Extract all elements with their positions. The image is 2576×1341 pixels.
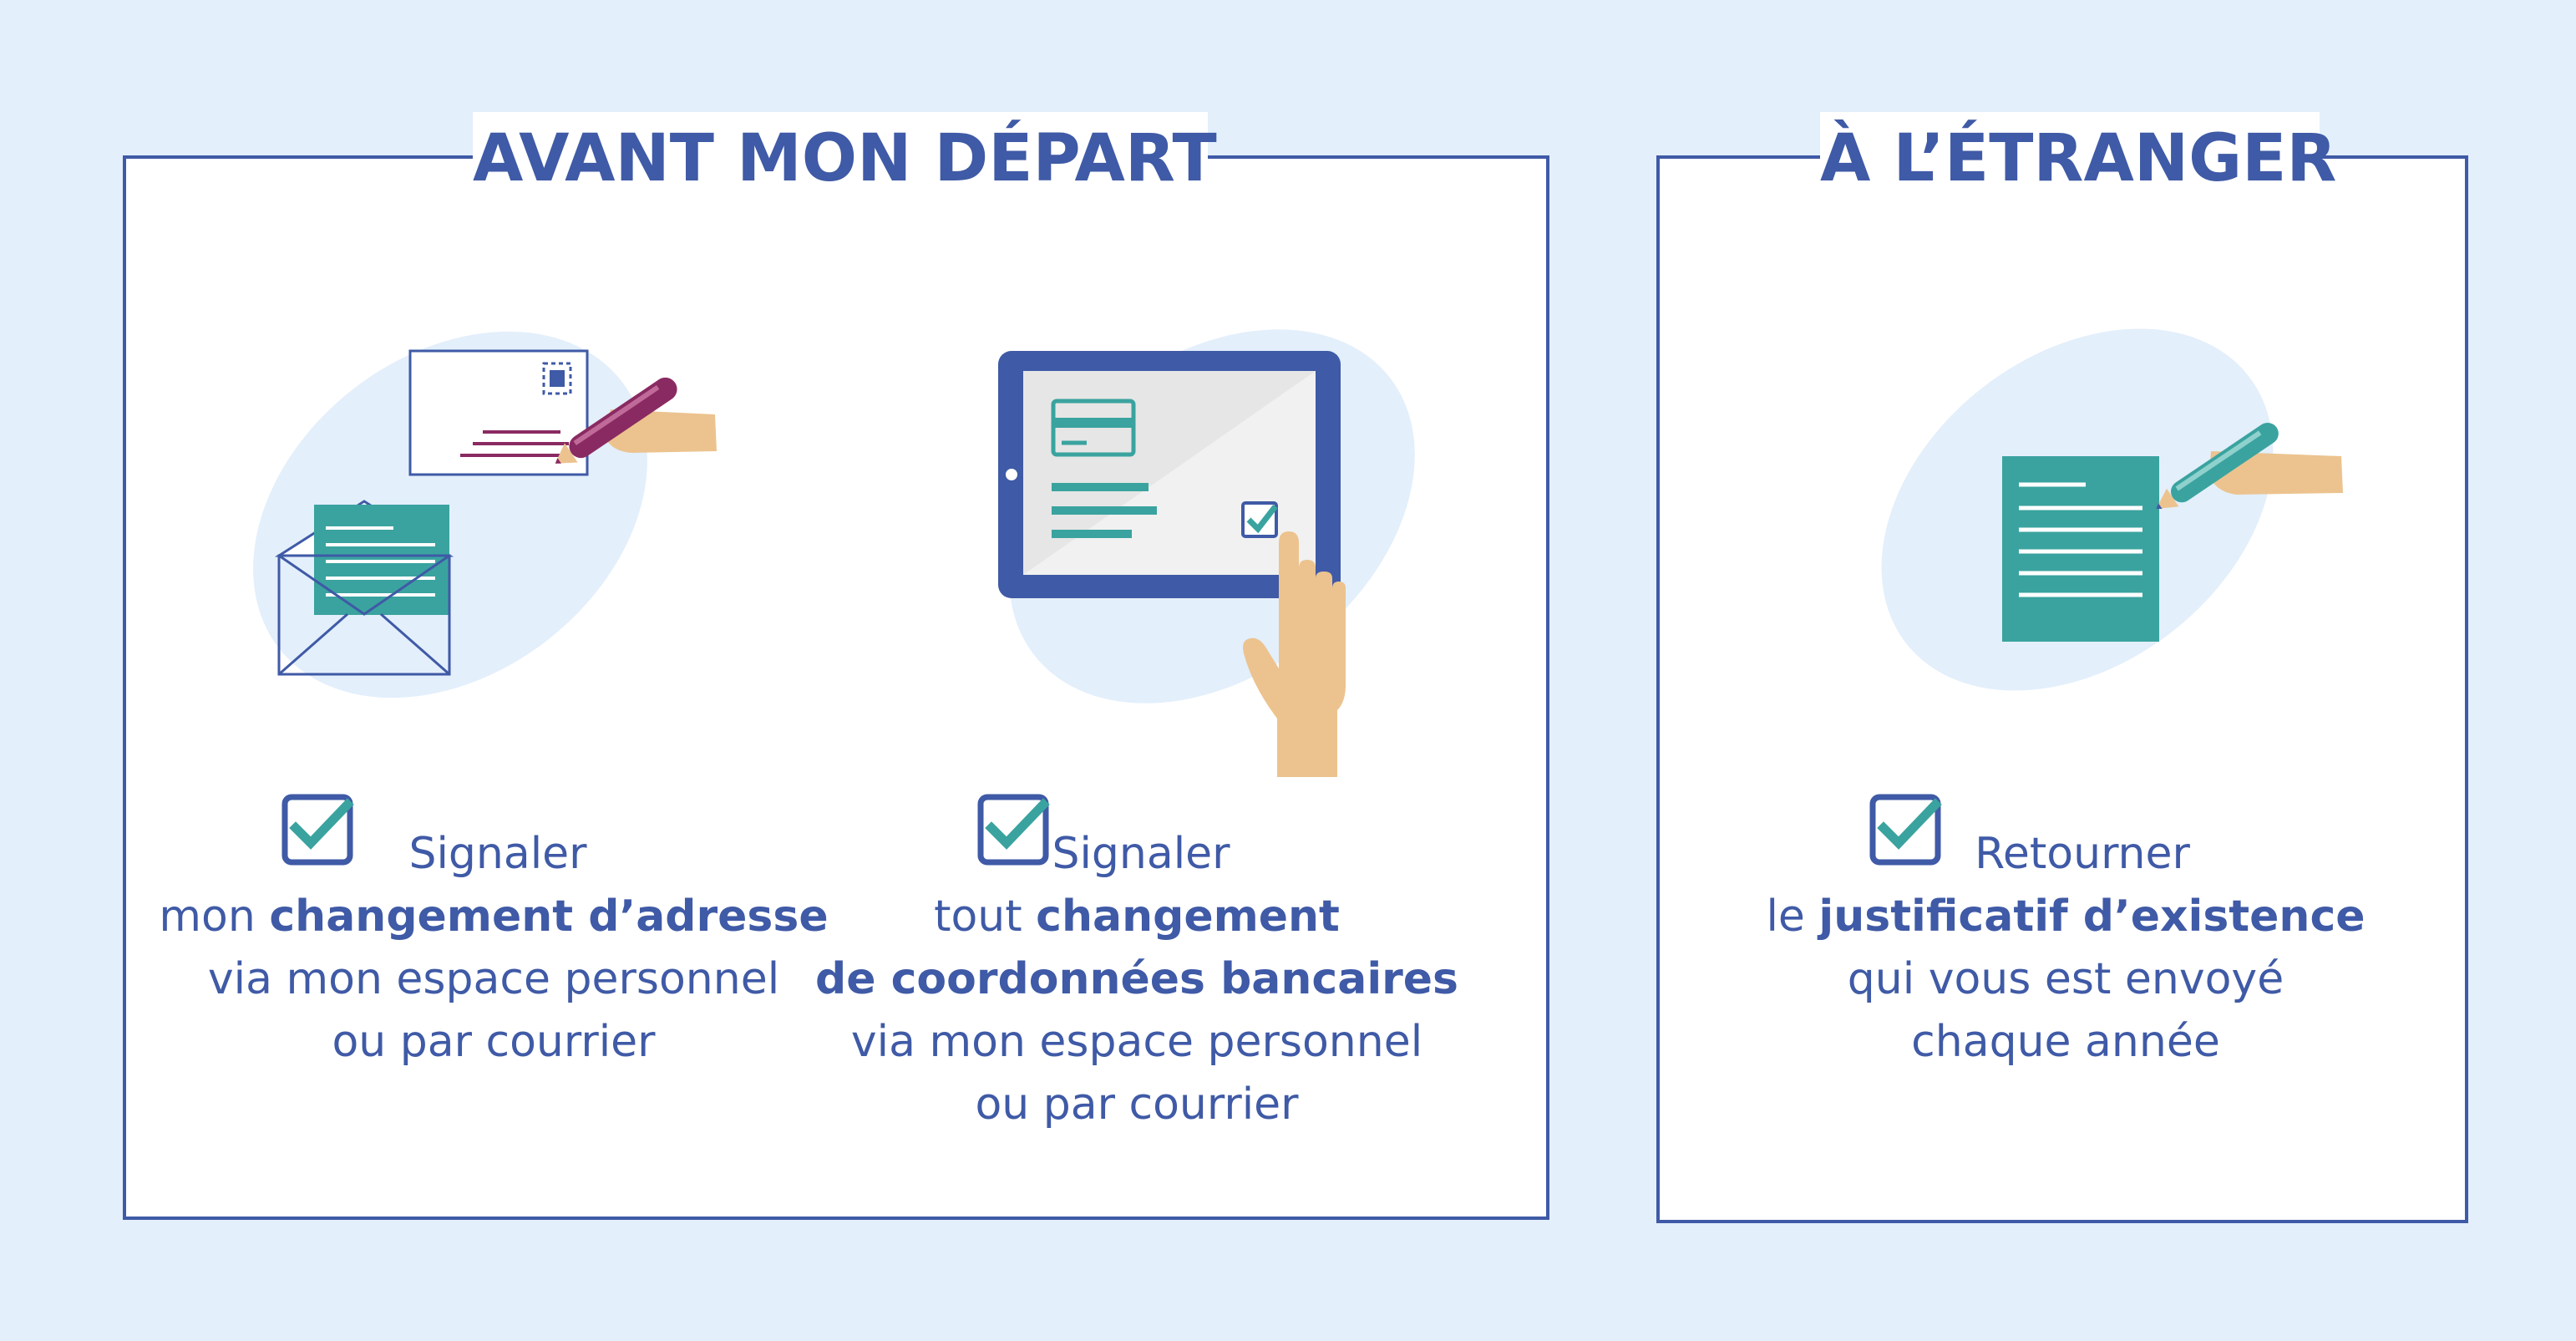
- document-pen-icon: [1881, 328, 2343, 691]
- item-verb: Retourner: [1975, 829, 2190, 879]
- item-line-3: qui vous est envoyé: [1847, 954, 2284, 1004]
- tablet-touch-icon: [998, 329, 1415, 777]
- panel-title-abroad: À L’ÉTRANGER: [1820, 112, 2336, 206]
- item-emphasis: changement d’adresse: [269, 891, 829, 942]
- checkbox-checked-icon: [281, 794, 354, 866]
- panel-title-before-departure: AVANT MON DÉPART: [473, 112, 1217, 206]
- item-line-4: via mon espace personnel: [850, 1017, 1423, 1067]
- item-line-2: tout changement: [803, 886, 1471, 948]
- item-text: le: [1766, 891, 1819, 942]
- item-line-4: ou par courrier: [332, 1017, 656, 1067]
- panel-before-departure: AVANT MON DÉPART: [123, 112, 1549, 1220]
- item-line-1: Signaler: [803, 794, 1471, 886]
- item-emphasis: de coordonnées bancaires: [814, 954, 1459, 1004]
- item-line-3: de coordonnées bancaires: [803, 948, 1471, 1011]
- item-line-5: ou par courrier: [975, 1079, 1299, 1130]
- item-line-2: le justificatif d’existence: [1690, 886, 2442, 948]
- item-verb: Signaler: [1052, 829, 1230, 879]
- item-text: tout: [934, 891, 1037, 942]
- item-line-3: via mon espace personnel: [207, 954, 780, 1004]
- item-text: mon: [159, 891, 270, 942]
- item-address-change: Signaler mon changement d’adresse via mo…: [13, 794, 974, 1074]
- item-line-1: Signaler: [13, 794, 974, 886]
- panel-abroad: À L’ÉTRANGER Retourner le justificatif: [1656, 112, 2468, 1223]
- item-line-4: chaque année: [1911, 1017, 2220, 1067]
- item-line-1: Retourner: [1690, 794, 2442, 886]
- item-emphasis: justificatif d’existence: [1818, 891, 2366, 942]
- item-bank-details-change: Signaler tout changement de coordonnées …: [803, 794, 1471, 1136]
- checkbox-checked-icon: [977, 794, 1050, 866]
- item-proof-of-life: Retourner le justificatif d’existence qu…: [1690, 794, 2442, 1074]
- checkbox-checked-icon: [1869, 794, 1942, 866]
- item-emphasis: changement: [1036, 891, 1340, 942]
- item-line-2: mon changement d’adresse: [13, 886, 974, 948]
- mail-envelope-icon: [253, 331, 717, 698]
- item-verb: Signaler: [408, 829, 587, 879]
